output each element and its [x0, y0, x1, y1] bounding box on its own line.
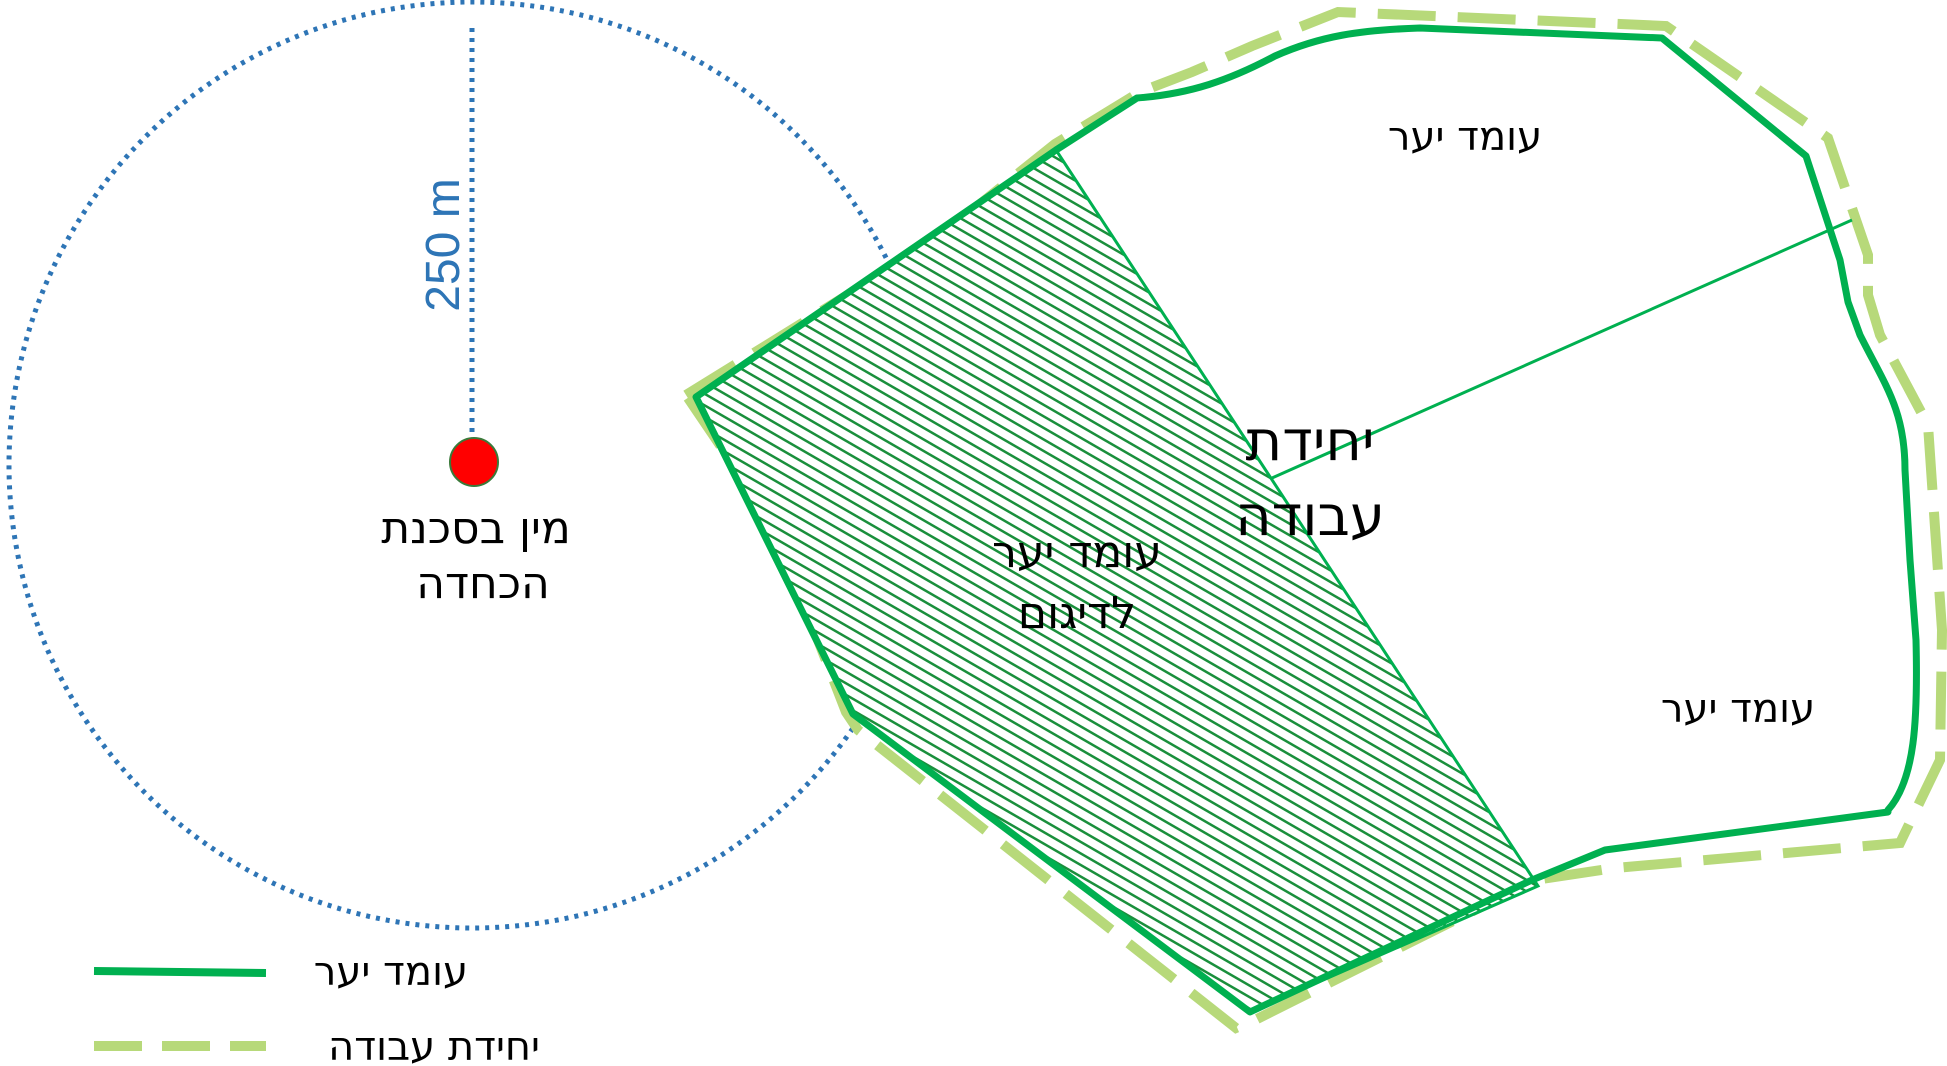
- stand-division-line: [1271, 218, 1853, 480]
- legend-item-forest-stand: עומד יער: [93, 949, 468, 995]
- work-unit-label-line2: עבודה: [1235, 484, 1385, 549]
- work-unit-label-line1: יחידת: [1245, 409, 1374, 474]
- solid-line-swatch: [93, 967, 267, 977]
- sampling-stand-label-line1: עומד יער: [992, 527, 1162, 578]
- sampling-stand-area: [694, 147, 1541, 1014]
- mine-label-line1: מין בסכנת: [381, 503, 571, 554]
- forest-stand-boundary: [692, 24, 1920, 1016]
- work-unit-boundary: [678, 6, 1947, 1034]
- legend-item-work-unit: יחידת עבודה: [94, 1024, 540, 1066]
- legend-label-forest-stand: עומד יער: [314, 949, 468, 995]
- mine-label-line2: הכחדה: [416, 558, 550, 609]
- endangered-species-point: [449, 437, 499, 487]
- legend-label-work-unit: יחידת עבודה: [328, 1024, 540, 1066]
- sampling-stand-label-line2: לדיגום: [1018, 588, 1136, 639]
- stand-label-top: עומד יער: [1388, 114, 1542, 160]
- stand-label-bottom-right: עומד יער: [1661, 686, 1815, 732]
- radius-label: 250 m: [417, 178, 470, 311]
- legend: עומד יער יחידת עבודה: [93, 949, 540, 1066]
